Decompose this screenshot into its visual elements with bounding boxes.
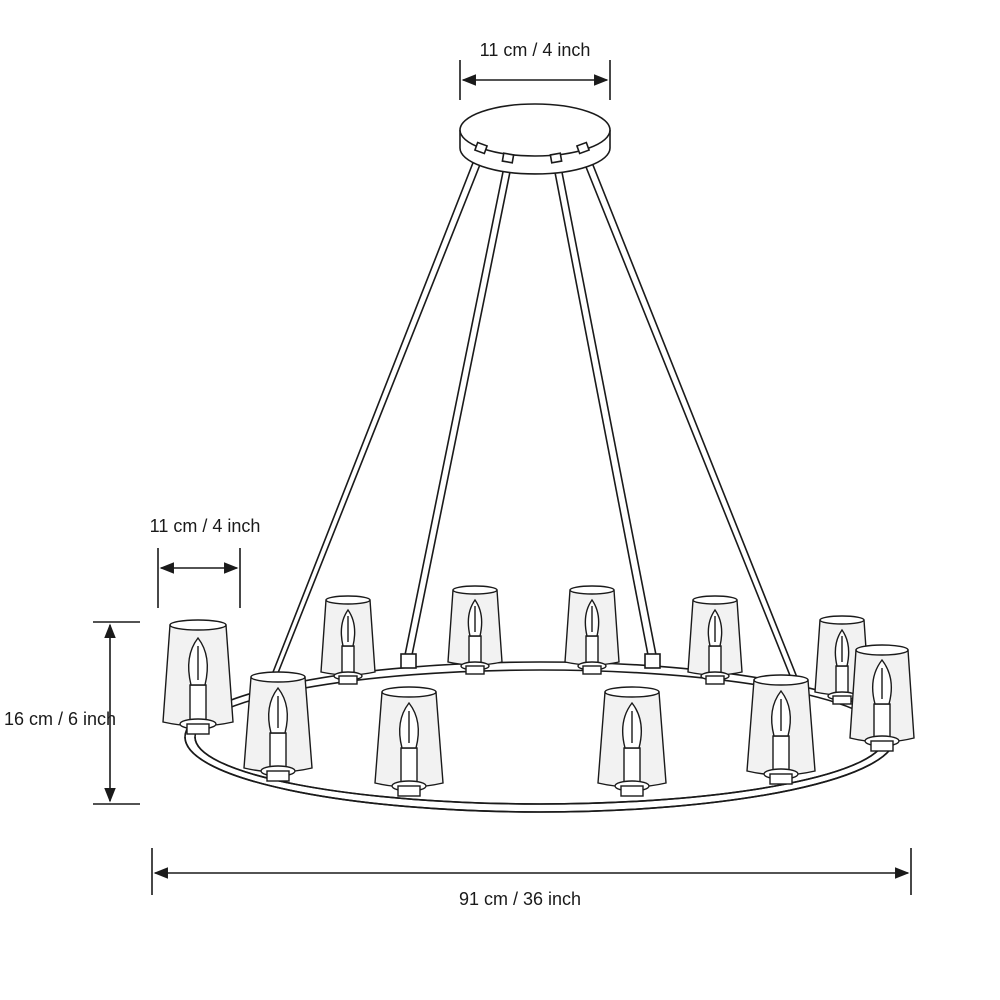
shade — [687, 595, 743, 685]
shade — [597, 686, 667, 797]
cable-clamps — [400, 653, 661, 669]
shade-height-dimension — [93, 621, 140, 805]
shade — [320, 595, 376, 685]
shade — [243, 671, 313, 782]
shade — [374, 686, 444, 797]
ceiling-canopy — [459, 103, 611, 175]
shade — [849, 644, 915, 752]
canopy-width-label: 11 cm / 4 inch — [479, 40, 591, 60]
shade — [564, 585, 620, 675]
shade — [746, 674, 816, 785]
canopy-dimension — [459, 60, 611, 100]
overall-diameter-dimension — [151, 848, 912, 895]
suspension-cables — [265, 149, 803, 691]
shade-width-label: 11 cm / 4 inch — [149, 516, 261, 536]
shade — [162, 619, 234, 735]
shade-width-dimension — [157, 548, 241, 608]
shade-height-label: 16 cm / 6 inch — [4, 709, 117, 729]
ring-front-arc — [184, 736, 896, 813]
shade — [447, 585, 503, 675]
overall-diameter-label: 91 cm / 36 inch — [458, 889, 582, 909]
